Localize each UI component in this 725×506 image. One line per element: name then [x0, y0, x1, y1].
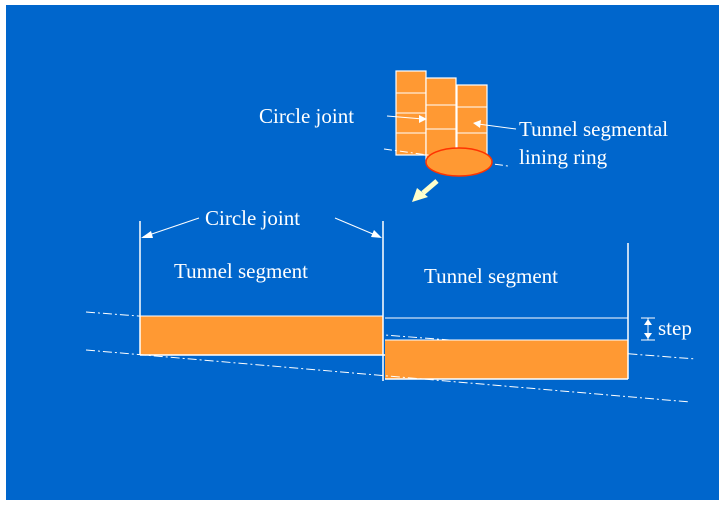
- main-joint-detail: Circle joint Tunnel segment Tunnel segme…: [85, 206, 697, 403]
- lower-axis-line: [85, 349, 691, 403]
- lining-ring-inset: Circle joint Tunnel segmental lining rin…: [259, 70, 668, 202]
- circle-joint-dimension: [141, 217, 382, 238]
- ring-label-line1: Tunnel segmental: [519, 117, 668, 141]
- right-segment-lining: [385, 340, 628, 379]
- main-circle-joint-label: Circle joint: [205, 206, 300, 230]
- segment-left-label: Tunnel segment: [174, 259, 308, 283]
- inset-circle-joint-label: Circle joint: [259, 104, 354, 128]
- left-segment-lining: [140, 316, 383, 355]
- inset-circle-joint-leader: [386, 115, 427, 123]
- step-label: step: [658, 316, 692, 340]
- slide-canvas: Circle joint Tunnel segmental lining rin…: [6, 5, 719, 500]
- zoom-pointer-arrow: [412, 179, 439, 202]
- tunnel-joint-diagram: Circle joint Tunnel segmental lining rin…: [85, 70, 697, 403]
- ring-block-1: [395, 70, 427, 156]
- step-dimension: [641, 317, 655, 341]
- segment-right-label: Tunnel segment: [424, 264, 558, 288]
- ring-label-line2: lining ring: [519, 145, 608, 169]
- joint-highlight-ellipse: [425, 147, 493, 177]
- inset-axis-line: [383, 148, 509, 167]
- inset-ring-leader: [473, 120, 517, 130]
